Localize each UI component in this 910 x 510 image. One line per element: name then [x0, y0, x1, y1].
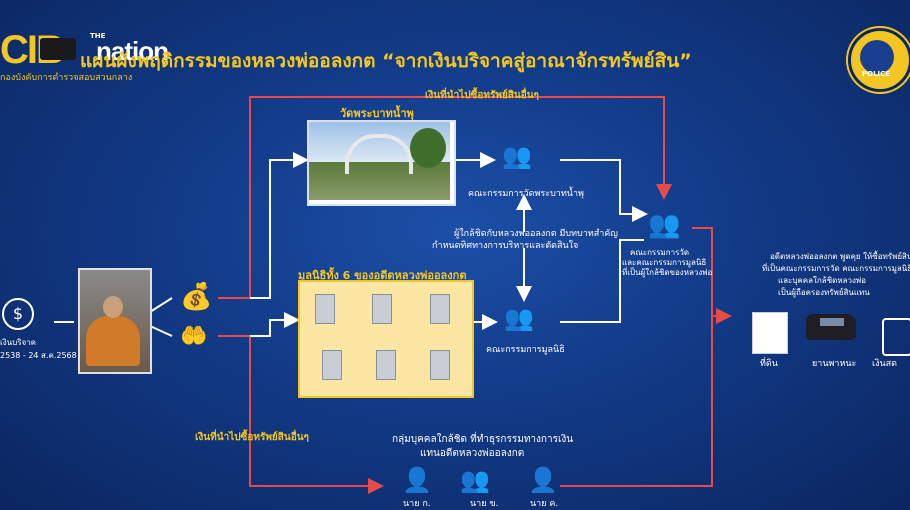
monk-robe [86, 316, 140, 366]
temple-name: วัดพระบาทน้ำพุ [340, 107, 414, 120]
monk-to-hand-line [149, 325, 173, 337]
right-note-line-2: ที่เป็นคณะกรรมการวัด คณะกรรมการมูลนิธิ [762, 264, 910, 273]
person-c-icon: 👤 [528, 466, 558, 494]
right-note-line-3: และบุคคลใกล้ชิดหลวงพ่อ [778, 276, 866, 285]
bottom-flow-label: เงินที่นำไปซื้อทรัพย์สินอื่นๆ [195, 432, 309, 443]
center-to-assets-line [692, 227, 732, 324]
foundation-building-5 [376, 350, 396, 380]
foundation-building-6 [430, 350, 450, 380]
foundation-building-2 [372, 294, 392, 324]
middle-note-line-1: ผู้ใกล้ชิดกับหลวงพ่ออลงกต มีบทบาทสำคัญ [454, 229, 618, 239]
person-a-label: นาย ก. [403, 499, 431, 509]
temple-committee-label: คณะกรรมการวัดพระบาทน้ำพุ [468, 189, 584, 199]
temple-committee-people-icon: 👥 [502, 142, 532, 170]
center-group-people-icon: 👥 [648, 210, 681, 240]
page-title: แผนผังพฤติกรรมของหลวงพ่ออลงกต “จากเงินบร… [80, 50, 692, 72]
bottom-red-flow-line [218, 335, 384, 494]
to-temple-line [250, 152, 309, 299]
asset-vehicle-label: ยานพาหนะ [812, 359, 857, 369]
middle-note-line-2: กำหนดทิศทางการบริหารและตัดสินใจ [432, 241, 579, 251]
person-b-icon: 👥 [460, 466, 490, 494]
right-note-line-4: เป็นผู้ถือครองทรัพย์สินแทน [778, 288, 870, 297]
foundation-committee-to-center-line [560, 239, 644, 323]
foundation-building-3 [430, 294, 450, 324]
asset-cash-label: เงินสด [872, 359, 897, 369]
temple-tree [410, 128, 446, 168]
cash-icon [882, 318, 910, 356]
donation-dates: 2538 - 24 ส.ค.2568 [0, 351, 77, 360]
document-icon [752, 312, 788, 354]
person-b-label: นาย ข. [470, 499, 499, 509]
person-a-icon: 👤 [402, 466, 432, 494]
close-group-to-assets-line [560, 316, 713, 487]
foundation-title: มูลนิธิทั้ง 6 ของอดีตหลวงพ่ออลงกต [298, 269, 467, 282]
police-badge-text: POLICE [862, 70, 891, 78]
foundation-building-1 [315, 294, 335, 324]
foundation-building-4 [322, 350, 342, 380]
foundation-committee-people-icon: 👥 [504, 304, 534, 332]
foundation-committee-label: คณะกรรมการมูลนิธิ [486, 345, 565, 355]
car-window [820, 318, 844, 326]
donation-hand-icon: $ [2, 298, 34, 330]
temple-photo-ground [309, 162, 450, 200]
asset-land-label: ที่ดิน [760, 359, 778, 369]
nation-logo-word: nation [96, 36, 169, 66]
to-foundation-line [250, 312, 300, 337]
police-badge-inner [860, 40, 894, 74]
close-group-line-2: แทนอดีตหลวงพ่ออลงกต [420, 448, 525, 459]
center-group-line-1: คณะกรรมการวัด [630, 248, 690, 257]
center-group-line-3: ที่เป็นผู้ใกล้ชิดของหลวงพ่อ [622, 268, 713, 277]
nation-logo-mark [40, 38, 76, 60]
temple-committee-to-center-line [560, 159, 648, 222]
top-red-flow-line [218, 96, 672, 299]
nation-logo-the: THE [90, 32, 106, 40]
cib-logo-subtitle: กองบังคับการตำรวจสอบสวนกลาง [0, 73, 133, 83]
donation-label: เงินบริจาค [0, 338, 37, 347]
right-note-line-1: อดีตหลวงพ่ออลงกต พูดคุย ให้ซื้อทรัพย์สิน [770, 252, 910, 261]
person-c-label: นาย ค. [530, 499, 559, 509]
monk-to-money-line [149, 297, 173, 313]
close-group-line-1: กลุ่มบุคคลใกล้ชิด ที่ทำธุรกรรมทางการเงิน [392, 434, 574, 445]
hand-coin-icon: 🤲 [180, 324, 208, 349]
center-group-line-2: และคณะกรรมการมูลนิธิ [622, 258, 707, 267]
money-stack-icon: 💰 [180, 282, 213, 312]
monk-head [103, 296, 123, 318]
top-flow-label: เงินที่นำไปซื้อทรัพย์สินอื่นๆ [425, 90, 539, 101]
